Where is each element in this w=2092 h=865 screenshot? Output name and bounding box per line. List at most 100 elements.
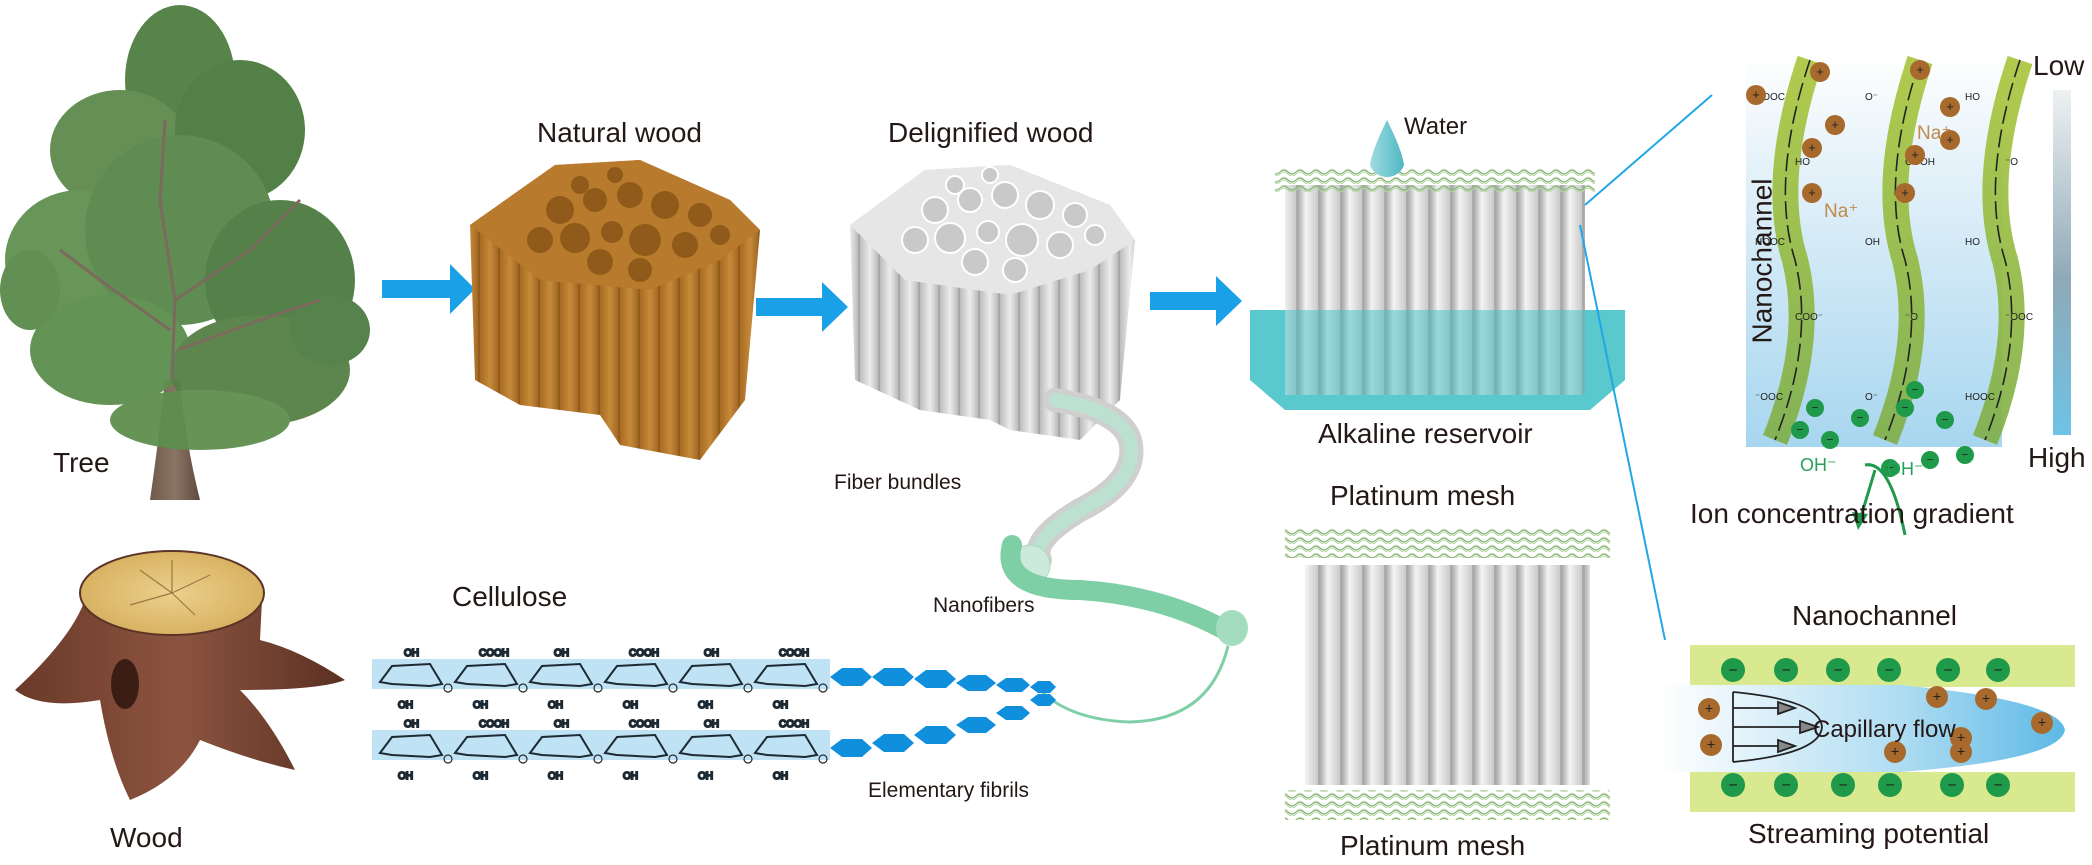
concentration-scale-bar bbox=[2053, 90, 2071, 435]
sodium-cation-symbol: + bbox=[1911, 147, 1919, 162]
hydroxide-anion-circle bbox=[1791, 421, 1809, 439]
hydroxide-anion-symbol: − bbox=[1912, 384, 1919, 397]
water-drop-icon bbox=[1370, 120, 1404, 178]
sodium-cation-symbol: + bbox=[1808, 140, 1816, 155]
strand-backbone bbox=[1984, 59, 2021, 441]
glucose-ring bbox=[453, 733, 519, 759]
hydroxyl-label: OH bbox=[554, 648, 569, 659]
process-arrows bbox=[382, 264, 1242, 332]
glucose-ring bbox=[603, 662, 669, 688]
functional-group-label: O⁻ bbox=[1865, 392, 1878, 403]
hydroxide-anion-circle bbox=[1896, 399, 1914, 417]
sodium-cation: + bbox=[1746, 85, 1766, 105]
glycosidic-oxygen bbox=[743, 754, 753, 764]
arrow-tree-to-natural bbox=[382, 264, 475, 314]
strand-backbone bbox=[1774, 59, 1811, 441]
device-platinum bbox=[1285, 528, 1610, 820]
glycosidic-oxygen bbox=[668, 754, 678, 764]
mobile-cation-symbol: + bbox=[1933, 689, 1941, 705]
mobile-cation-circle bbox=[1884, 741, 1906, 763]
functional-group-label: ⁻OOC bbox=[1755, 392, 1783, 403]
functional-group-label: HO bbox=[1965, 92, 1980, 103]
hydroxyl-label: OH bbox=[698, 771, 713, 782]
sodium-cation: + bbox=[1825, 115, 1845, 135]
tree-illustration bbox=[0, 5, 370, 500]
stump-knot-hole bbox=[111, 659, 139, 709]
device-reservoir bbox=[1250, 120, 1625, 410]
hydroxyl-label: OH bbox=[773, 700, 788, 711]
sodium-cation: + bbox=[1895, 183, 1915, 203]
wall-anion-symbol: − bbox=[1993, 777, 2002, 794]
hydroxide-anion: − bbox=[1936, 411, 1954, 429]
ion-flow-arrow bbox=[1864, 463, 1907, 536]
scale-label-high: High bbox=[2028, 442, 2086, 473]
label-platinum-mesh-top: Platinum mesh bbox=[1330, 480, 1516, 511]
sodium-cation-symbol: + bbox=[1901, 185, 1909, 200]
label-wood: Wood bbox=[110, 822, 183, 853]
sodium-cation-symbol: + bbox=[1752, 87, 1760, 102]
hydroxide-anion-symbol: − bbox=[1927, 454, 1934, 467]
wall-anion-circle bbox=[1877, 658, 1901, 682]
label-tree: Tree bbox=[53, 447, 110, 478]
label-ion-concentration-gradient: Ion concentration gradient bbox=[1690, 498, 2014, 529]
strand-backbone bbox=[1884, 59, 1921, 441]
sodium-cation: + bbox=[1810, 62, 1830, 82]
wall-anion: − bbox=[1986, 658, 2010, 682]
glycosidic-oxygen bbox=[593, 683, 603, 693]
mobile-cation-symbol: + bbox=[1891, 744, 1899, 760]
wall-anion-circle bbox=[1831, 773, 1855, 797]
wall-anion-symbol: − bbox=[1781, 662, 1790, 679]
functional-group-label: ⁻OOC bbox=[2005, 312, 2033, 323]
wall-anion: − bbox=[1831, 773, 1855, 797]
platinum-mesh-bottom bbox=[1285, 790, 1610, 820]
wall-anion-symbol: − bbox=[1947, 777, 1956, 794]
label-platinum-mesh-bottom: Platinum mesh bbox=[1340, 830, 1526, 861]
wall-anion-symbol: − bbox=[1993, 662, 2002, 679]
glycosidic-oxygen bbox=[518, 683, 528, 693]
elementary-fibrils bbox=[830, 668, 1056, 757]
hydroxide-anion-circle bbox=[1921, 451, 1939, 469]
wall-anion-circle bbox=[1721, 773, 1745, 797]
label-fiber-bundles: Fiber bundles bbox=[834, 471, 962, 494]
label-cellulose: Cellulose bbox=[452, 581, 568, 612]
fibril-lower bbox=[830, 694, 1056, 757]
wall-anion-circle bbox=[1940, 773, 1964, 797]
hydroxide-anion-circle bbox=[1851, 409, 1869, 427]
glucose-ring bbox=[678, 733, 744, 759]
sodium-cation: + bbox=[1940, 130, 1960, 150]
mobile-cation-symbol: + bbox=[1982, 691, 1990, 707]
wall-anion-symbol: − bbox=[1833, 662, 1842, 679]
hydroxide-anion-symbol: − bbox=[1857, 412, 1864, 425]
functional-group-label: HO bbox=[1965, 237, 1980, 248]
label-na-2: Na⁺ bbox=[1824, 201, 1859, 222]
sodium-cation: + bbox=[1910, 60, 1930, 80]
sodium-cation-circle bbox=[1905, 145, 1925, 165]
wall-anion-symbol: − bbox=[1728, 662, 1737, 679]
sodium-cation: + bbox=[1940, 97, 1960, 117]
mobile-cation: + bbox=[1700, 734, 1722, 756]
callout-lines bbox=[1579, 94, 1713, 641]
hydroxyl-label: OH bbox=[398, 771, 413, 782]
glucose-ring bbox=[453, 662, 519, 688]
hydroxide-anion-circle bbox=[1806, 399, 1824, 417]
sodium-cation-circle bbox=[1810, 62, 1830, 82]
mobile-cation-symbol: + bbox=[1957, 730, 1965, 746]
delignified-wood-block bbox=[850, 165, 1135, 440]
nanofiber bbox=[1000, 535, 1248, 724]
mobile-cation-circle bbox=[1975, 688, 1997, 710]
mobile-cation-symbol: + bbox=[1957, 744, 1965, 760]
ion-gradient-panel: HOOCHOHOOCCOO⁻⁻OOCO⁻COOHOH⁻OO⁻HO⁻OHO⁻OOC… bbox=[1746, 55, 2071, 536]
glycosidic-oxygen bbox=[593, 754, 603, 764]
hydroxide-anion: − bbox=[1851, 409, 1869, 427]
wall-anion: − bbox=[1774, 773, 1798, 797]
wall-anion-circle bbox=[1878, 773, 1902, 797]
sodium-cation-circle bbox=[1940, 97, 1960, 117]
hydroxide-anion-symbol: − bbox=[1797, 424, 1804, 437]
glycosidic-oxygen bbox=[668, 683, 678, 693]
wall-anion-symbol: − bbox=[1838, 777, 1847, 794]
mobile-cation-circle bbox=[1950, 741, 1972, 763]
hydroxide-anion: − bbox=[1906, 381, 1924, 399]
sodium-cation: + bbox=[1905, 145, 1925, 165]
label-streaming-potential: Streaming potential bbox=[1748, 818, 1990, 849]
sodium-cation-circle bbox=[1825, 115, 1845, 135]
